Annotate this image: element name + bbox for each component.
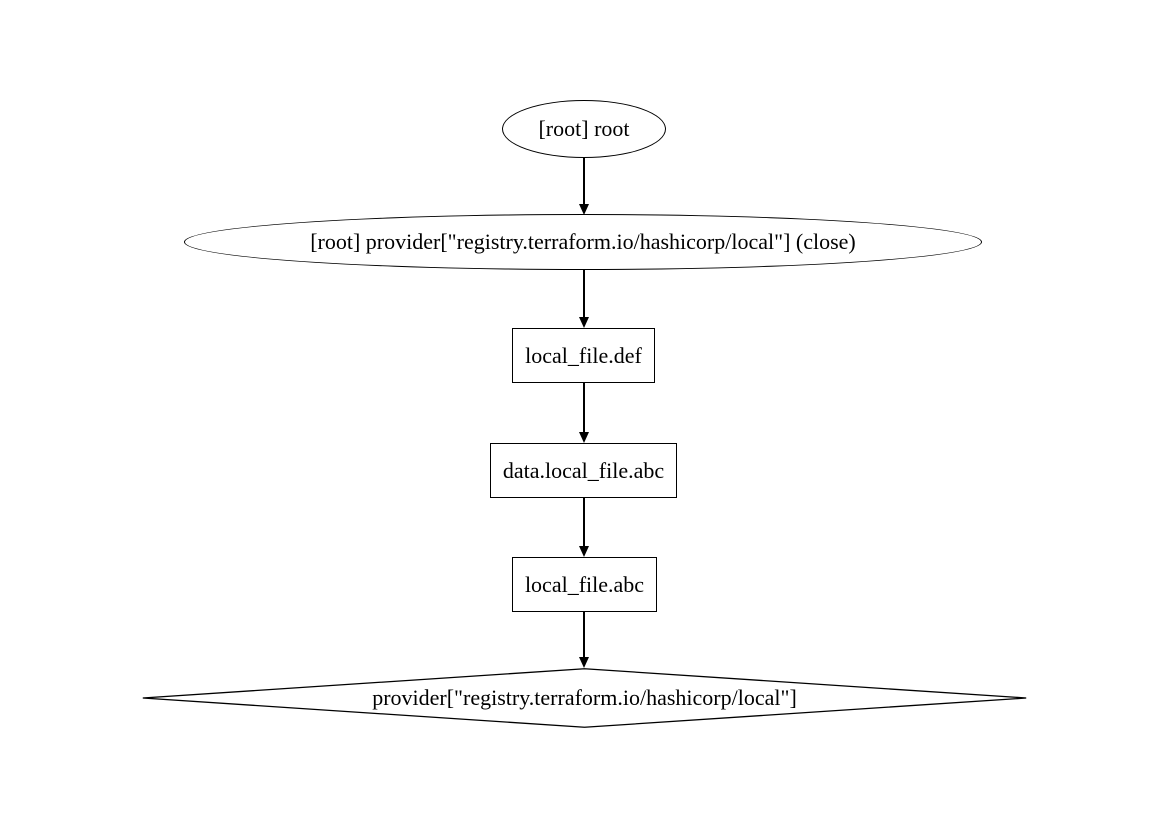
graph-node-local-file-abc: local_file.abc bbox=[512, 557, 657, 612]
arrowhead-icon bbox=[579, 204, 589, 215]
edge-line-def-data-abc bbox=[583, 383, 585, 432]
graph-node-local-file-abc-label: local_file.abc bbox=[524, 571, 645, 597]
graph-node-data-local-file-abc: data.local_file.abc bbox=[490, 443, 677, 498]
graph-node-root: [root] root bbox=[502, 100, 666, 158]
arrowhead-icon bbox=[579, 432, 589, 443]
graph-node-provider: provider["registry.terraform.io/hashicor… bbox=[142, 668, 1027, 728]
edge-line-root-provider-close bbox=[583, 158, 585, 205]
graph-node-provider-label: provider["registry.terraform.io/hashicor… bbox=[372, 685, 797, 710]
arrowhead-icon bbox=[579, 657, 589, 668]
edge-line-provider-close-def bbox=[583, 270, 585, 318]
arrowhead-icon bbox=[579, 317, 589, 328]
graph-node-provider-diamond-shape bbox=[142, 668, 1027, 728]
graph-node-local-file-def-label: local_file.def bbox=[525, 342, 642, 368]
arrowhead-icon bbox=[579, 546, 589, 557]
graph-node-provider-close-label: [root] provider["registry.terraform.io/h… bbox=[310, 229, 856, 254]
graph-node-local-file-def: local_file.def bbox=[512, 328, 655, 383]
edge-line-abc-provider bbox=[583, 612, 585, 657]
edge-line-data-abc-abc bbox=[583, 498, 585, 546]
graph-node-root-label: [root] root bbox=[538, 116, 630, 141]
graph-node-provider-close: [root] provider["registry.terraform.io/h… bbox=[184, 214, 982, 270]
graph-node-data-local-file-abc-label: data.local_file.abc bbox=[502, 457, 665, 483]
